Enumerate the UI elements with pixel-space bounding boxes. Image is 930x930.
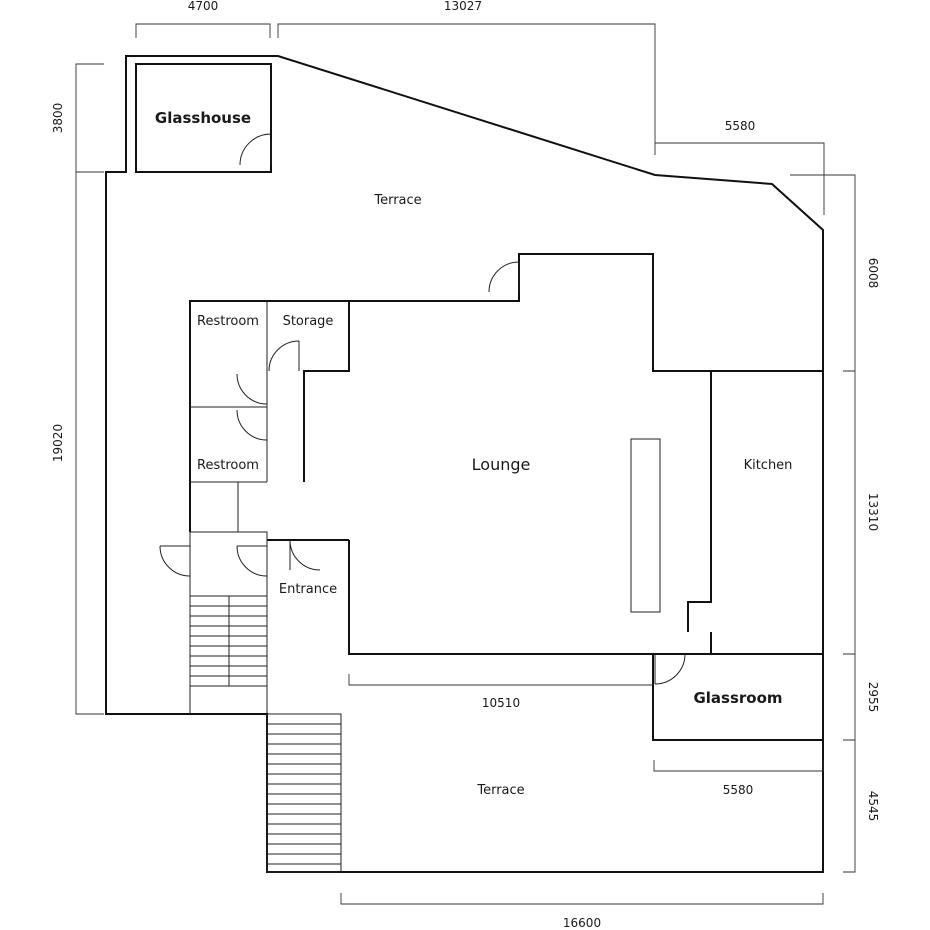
- lounge-wall: [189, 253, 823, 532]
- dim-bottom-total: 16600: [563, 916, 601, 930]
- dim-lounge-bottom: 10510: [482, 696, 520, 710]
- glasshouse-label: Glasshouse: [155, 109, 251, 127]
- dim-top-left: 4700: [188, 0, 219, 13]
- dim-right-kitchen: 13310: [866, 493, 880, 531]
- kitchen-wall: [687, 371, 712, 654]
- storage-label: Storage: [283, 314, 334, 329]
- corridor-door-right: [236, 545, 268, 577]
- terrace-door: [488, 261, 520, 293]
- terrace-bottom-label: Terrace: [476, 783, 524, 798]
- restroom-1-label: Restroom: [197, 314, 259, 329]
- glassroom-label: Glassroom: [693, 689, 782, 707]
- restroom-door-2: [236, 409, 268, 441]
- terrace-top-label: Terrace: [373, 193, 421, 208]
- corridor-door-left: [159, 545, 191, 577]
- storage-door: [268, 340, 300, 372]
- dim-right-terrace: 4545: [866, 791, 880, 822]
- dim-upper-right-width: 5580: [725, 119, 756, 133]
- glasshouse-room: [135, 63, 272, 173]
- restroom-2-label: Restroom: [197, 458, 259, 473]
- glassroom-room: [652, 653, 824, 741]
- lounge-label: Lounge: [472, 455, 531, 474]
- bar-counter: [630, 438, 661, 613]
- exterior-stairs: [266, 713, 342, 873]
- glassroom-door: [654, 653, 686, 685]
- entrance-door: [289, 539, 321, 571]
- interior-stairs: [189, 595, 268, 687]
- dim-left-main: 19020: [51, 424, 65, 462]
- dim-right-top: 6008: [866, 258, 880, 289]
- restroom-door-1: [236, 373, 268, 405]
- dim-right-glassroom: 2955: [866, 682, 880, 713]
- lounge-lower-wall: [267, 539, 823, 655]
- kitchen-label: Kitchen: [744, 458, 793, 473]
- dimension-lines: [75, 23, 856, 905]
- entrance-label: Entrance: [279, 582, 337, 597]
- dim-glassroom-bottom: 5580: [723, 783, 754, 797]
- glasshouse-door: [239, 133, 272, 166]
- dim-top-middle: 13027: [444, 0, 482, 13]
- dim-left-top: 3800: [51, 103, 65, 134]
